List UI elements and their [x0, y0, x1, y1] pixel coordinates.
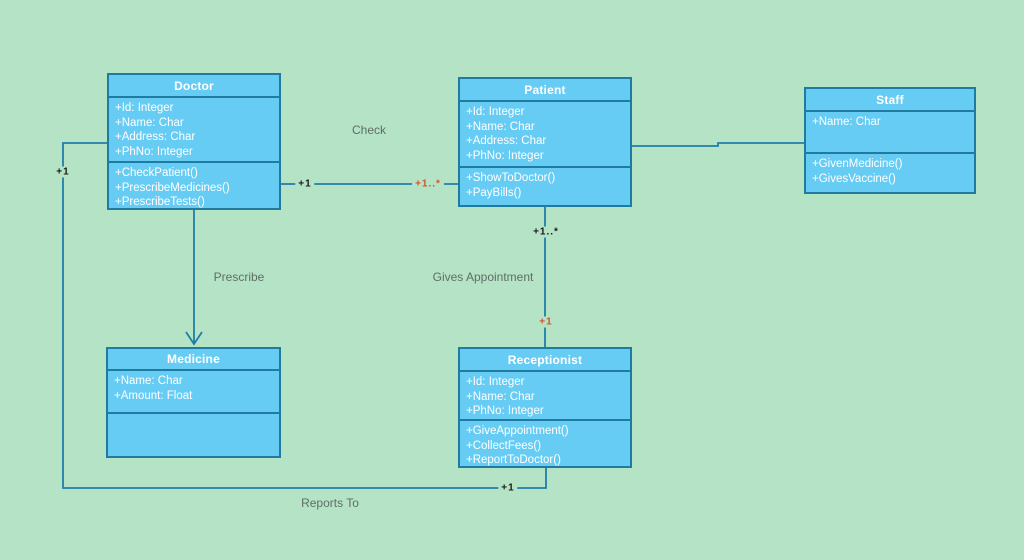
class-medicine-attributes: +Name: Char +Amount: Float	[108, 371, 279, 414]
class-receptionist-methods: +GiveAppointment() +CollectFees() +Repor…	[460, 421, 630, 468]
class-staff-attributes: +Name: Char	[806, 112, 974, 154]
attribute: +Name: Char	[114, 375, 183, 387]
method: +PrescribeTests()	[115, 196, 205, 208]
attribute: +Name: Char	[466, 390, 535, 403]
attribute: +Name: Char	[115, 116, 184, 129]
class-doctor-methods: +CheckPatient() +PrescribeMedicines() +P…	[109, 163, 279, 210]
attribute: +PhNo: Integer	[466, 149, 544, 162]
method: +ReportToDoctor()	[466, 454, 561, 466]
method: +GiveAppointment()	[466, 425, 569, 437]
reports-to-doctor-multiplicity: +1	[53, 166, 73, 178]
gives-appointment-relationship-label: Gives Appointment	[432, 270, 534, 284]
reports-to-relationship-label: Reports To	[301, 496, 359, 510]
class-patient-methods: +ShowToDoctor() +PayBills()	[460, 168, 630, 205]
attribute: +Id: Integer	[115, 102, 174, 114]
method: +ShowToDoctor()	[466, 172, 556, 184]
attribute: +Amount: Float	[114, 389, 193, 402]
attribute: +Name: Char	[812, 116, 881, 128]
patient-staff-association-line[interactable]	[632, 142, 804, 147]
class-staff[interactable]: Staff +Name: Char +GivenMedicine() +Give…	[804, 87, 976, 194]
attribute: +Address: Char	[466, 135, 547, 147]
class-receptionist-attributes: +Id: Integer +Name: Char +PhNo: Integer	[460, 372, 630, 421]
method: +GivesVaccine()	[812, 172, 896, 185]
method: +PayBills()	[466, 186, 522, 199]
class-patient[interactable]: Patient +Id: Integer +Name: Char +Addres…	[458, 77, 632, 207]
check-doctor-multiplicity: +1	[295, 178, 315, 190]
class-medicine[interactable]: Medicine +Name: Char +Amount: Float	[106, 347, 281, 458]
attribute: +PhNo: Integer	[466, 405, 544, 417]
class-doctor[interactable]: Doctor +Id: Integer +Name: Char +Address…	[107, 73, 281, 210]
method: +PrescribeMedicines()	[115, 181, 230, 194]
reports-to-receptionist-multiplicity: +1	[498, 482, 518, 494]
class-patient-attributes: +Id: Integer +Name: Char +Address: Char …	[460, 102, 630, 168]
class-medicine-methods	[108, 414, 279, 456]
class-patient-title: Patient	[460, 79, 630, 102]
class-staff-title: Staff	[806, 89, 974, 112]
attribute: +Id: Integer	[466, 376, 525, 388]
method: +CheckPatient()	[115, 167, 198, 179]
attribute: +Name: Char	[466, 120, 535, 133]
check-patient-multiplicity: +1..*	[412, 178, 444, 190]
method: +GivenMedicine()	[812, 158, 903, 170]
attribute: +Address: Char	[115, 131, 196, 143]
check-relationship-label: Check	[351, 123, 387, 137]
class-medicine-title: Medicine	[108, 349, 279, 371]
attribute: +PhNo: Integer	[115, 145, 193, 158]
gives-appointment-patient-multiplicity: +1..*	[530, 226, 562, 238]
method: +CollectFees()	[466, 439, 542, 452]
class-doctor-title: Doctor	[109, 75, 279, 98]
class-doctor-attributes: +Id: Integer +Name: Char +Address: Char …	[109, 98, 279, 163]
prescribe-relationship-label: Prescribe	[213, 270, 265, 284]
class-staff-methods: +GivenMedicine() +GivesVaccine()	[806, 154, 974, 192]
attribute: +Id: Integer	[466, 106, 525, 118]
class-receptionist[interactable]: Receptionist +Id: Integer +Name: Char +P…	[458, 347, 632, 468]
prescribe-arrowhead-icon	[185, 331, 203, 346]
gives-appointment-receptionist-multiplicity: +1	[536, 316, 556, 328]
class-receptionist-title: Receptionist	[460, 349, 630, 372]
reports-to-association-line[interactable]	[62, 142, 547, 489]
